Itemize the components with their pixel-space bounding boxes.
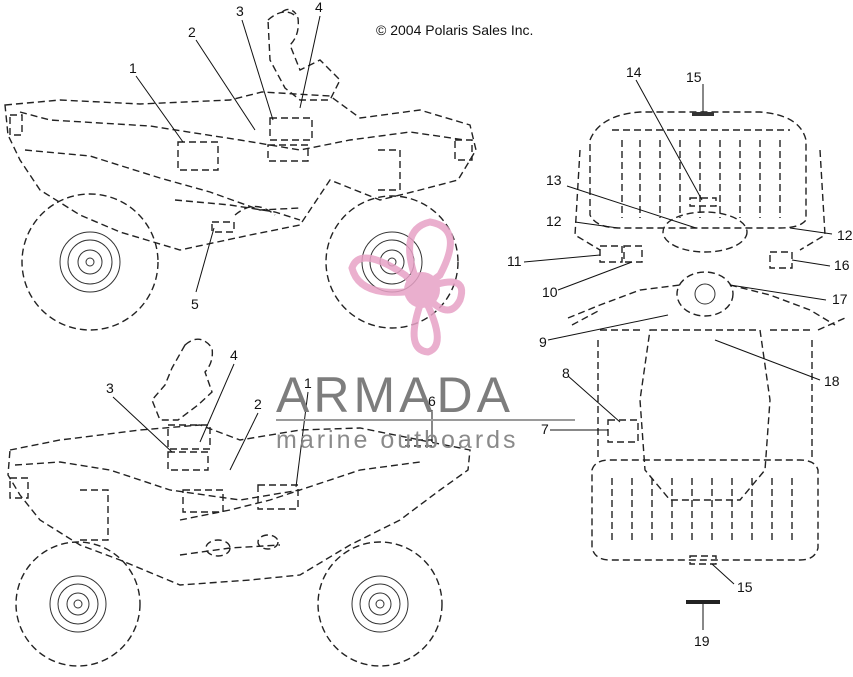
callout-11: 11 bbox=[507, 253, 522, 269]
callout-6-bottom: 6 bbox=[428, 393, 436, 409]
callout-1-top: 1 bbox=[129, 60, 137, 76]
callout-17: 17 bbox=[832, 291, 848, 307]
watermark-subtitle: marine outboards bbox=[276, 426, 519, 454]
callout-8: 8 bbox=[562, 365, 570, 381]
propeller-logo-icon bbox=[348, 218, 465, 356]
rear-wheel-top bbox=[21, 193, 159, 331]
callout-13: 13 bbox=[546, 172, 562, 188]
callout-2-bottom: 2 bbox=[254, 396, 262, 412]
callout-3-top: 3 bbox=[236, 3, 244, 19]
callout-16: 16 bbox=[834, 257, 850, 273]
callout-19: 19 bbox=[694, 633, 710, 649]
rear-wheel-bottom bbox=[15, 541, 141, 667]
callout-12-right: 12 bbox=[837, 227, 853, 243]
callout-2-top: 2 bbox=[188, 24, 196, 40]
callout-15-bottom: 15 bbox=[737, 579, 753, 595]
callout-9: 9 bbox=[539, 334, 547, 350]
callout-7: 7 bbox=[541, 421, 549, 437]
callout-3-bottom: 3 bbox=[106, 380, 114, 396]
front-wheel-bottom bbox=[317, 541, 443, 667]
callout-10: 10 bbox=[542, 284, 558, 300]
callout-4-top: 4 bbox=[315, 0, 323, 15]
callout-15-top: 15 bbox=[686, 69, 702, 85]
callout-5-top: 5 bbox=[191, 296, 199, 312]
atv-side-view-top: 1 2 3 4 5 bbox=[4, 0, 477, 331]
callout-12-left: 12 bbox=[546, 213, 562, 229]
copyright-notice: © 2004 Polaris Sales Inc. bbox=[376, 22, 534, 38]
atv-side-view-bottom: 1 2 3 4 6 bbox=[7, 338, 471, 667]
callout-4-bottom: 4 bbox=[230, 347, 238, 363]
watermark-title: ARMADA bbox=[276, 367, 514, 423]
watermark: ARMADA marine outboards bbox=[276, 218, 575, 454]
callout-18: 18 bbox=[824, 373, 840, 389]
callout-1-bottom: 1 bbox=[304, 375, 312, 391]
callout-14: 14 bbox=[626, 64, 642, 80]
atv-top-view: 14 15 13 12 12 11 16 10 17 9 18 8 7 15 1… bbox=[507, 64, 853, 649]
